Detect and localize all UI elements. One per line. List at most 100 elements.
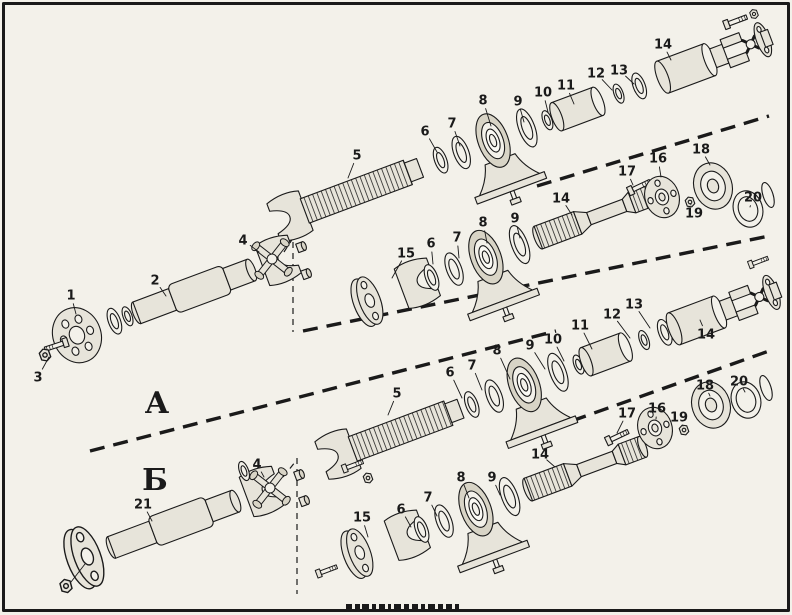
part-number-10: 10 xyxy=(544,333,562,348)
cv-joint-group-b xyxy=(603,374,773,454)
callout-leader xyxy=(601,79,613,91)
part-number-6: 6 xyxy=(445,366,454,381)
part-number-12: 12 xyxy=(587,67,605,82)
callout-leader xyxy=(616,420,624,434)
splined-shaft-14 xyxy=(522,435,649,502)
section-a-front-shaft xyxy=(44,231,303,371)
callout-leader xyxy=(630,178,634,186)
callout-leader xyxy=(625,75,635,85)
part-number-7: 7 xyxy=(447,117,456,132)
callout-leader xyxy=(484,230,488,244)
callout-leader xyxy=(249,244,260,253)
part-number-14: 14 xyxy=(552,192,570,207)
part-number-20: 20 xyxy=(744,191,762,206)
clipped-caption-text xyxy=(346,604,459,612)
section-a-rear-shaft-assembly xyxy=(265,22,774,245)
callout-leader xyxy=(41,356,50,370)
callout-leader xyxy=(699,319,703,327)
callout-leader xyxy=(431,251,434,265)
callout-leader xyxy=(454,131,461,147)
callout-leader xyxy=(485,108,492,127)
callout-leader xyxy=(431,504,438,517)
part-number-13: 13 xyxy=(610,64,628,79)
callout-leader xyxy=(457,245,460,259)
part-number-12: 12 xyxy=(603,308,621,323)
part-number-8: 8 xyxy=(456,471,465,486)
part-number-13: 13 xyxy=(625,298,643,313)
part-number-5: 5 xyxy=(392,387,401,402)
callout-leader xyxy=(742,388,746,393)
section-b-intermediate-shaft xyxy=(334,435,649,586)
part-number-15: 15 xyxy=(353,511,371,526)
part-number-18: 18 xyxy=(692,143,710,158)
callout-leader xyxy=(474,372,483,391)
part-number-10: 10 xyxy=(534,86,552,101)
callout-leader xyxy=(463,484,470,499)
part-number-16: 16 xyxy=(648,402,666,417)
callout-leader xyxy=(495,484,501,496)
callout-leader xyxy=(260,471,265,478)
callout-leader xyxy=(666,51,672,61)
seal-ring xyxy=(759,374,773,402)
separator-dashed-line xyxy=(89,329,557,453)
bushing-11 xyxy=(578,332,633,377)
part-number-21: 21 xyxy=(134,498,152,513)
section-label-b: Б xyxy=(142,463,168,498)
callout-leader xyxy=(516,226,521,239)
callout-leader xyxy=(520,109,525,123)
callout-leader xyxy=(704,156,711,166)
callout-leader xyxy=(708,392,711,397)
part-number-9: 9 xyxy=(510,212,519,227)
callout-leader xyxy=(616,320,631,339)
shaft-tube-21 xyxy=(105,489,242,559)
part-number-2: 2 xyxy=(150,274,159,289)
part-number-6: 6 xyxy=(426,237,435,252)
callout-leader xyxy=(159,286,167,297)
callout-leader xyxy=(72,303,77,315)
part-number-7: 7 xyxy=(423,491,432,506)
callout-leader xyxy=(546,459,556,468)
callout-leader xyxy=(391,260,403,279)
callout-leader xyxy=(429,138,438,153)
part-number-18: 18 xyxy=(696,379,714,394)
callout-leader xyxy=(638,311,651,329)
part-number-11: 11 xyxy=(571,319,589,334)
section-b-front-shaft-21 xyxy=(56,462,288,594)
part-number-8: 8 xyxy=(478,216,487,231)
callout-leader xyxy=(583,332,593,350)
separator-dashed-line xyxy=(548,349,770,431)
separator-dashed-line xyxy=(536,114,770,188)
seal-ring xyxy=(761,181,775,209)
sliding-yoke-14 xyxy=(665,274,783,346)
part-number-16: 16 xyxy=(649,152,667,167)
part-number-17: 17 xyxy=(618,165,636,180)
part-number-3: 3 xyxy=(33,371,42,386)
part-number-14: 14 xyxy=(531,448,549,463)
part-number-20: 20 xyxy=(730,375,748,390)
callout-leader xyxy=(569,92,575,105)
part-number-14: 14 xyxy=(654,38,672,53)
callout-leader xyxy=(500,357,511,380)
section-label-a: А xyxy=(145,386,170,421)
callout-leader xyxy=(544,100,549,113)
part-number-9: 9 xyxy=(487,471,496,486)
part-number-17: 17 xyxy=(618,407,636,422)
leader-nut-21 xyxy=(70,563,86,583)
part-number-6: 6 xyxy=(396,503,405,518)
sliding-yoke-14 xyxy=(654,22,774,94)
part-number-14: 14 xyxy=(697,328,715,343)
callout-leader xyxy=(534,352,546,370)
part-number-8: 8 xyxy=(492,344,501,359)
part-number-19: 19 xyxy=(685,207,703,222)
shaft-tube-2 xyxy=(130,258,258,325)
bushing-11 xyxy=(549,86,606,132)
callout-leader xyxy=(658,166,662,178)
part-number-9: 9 xyxy=(525,339,534,354)
u-joint-cross xyxy=(749,287,770,307)
callout-leader xyxy=(565,205,573,216)
part-number-8: 8 xyxy=(478,94,487,109)
callout-leader xyxy=(404,516,412,528)
